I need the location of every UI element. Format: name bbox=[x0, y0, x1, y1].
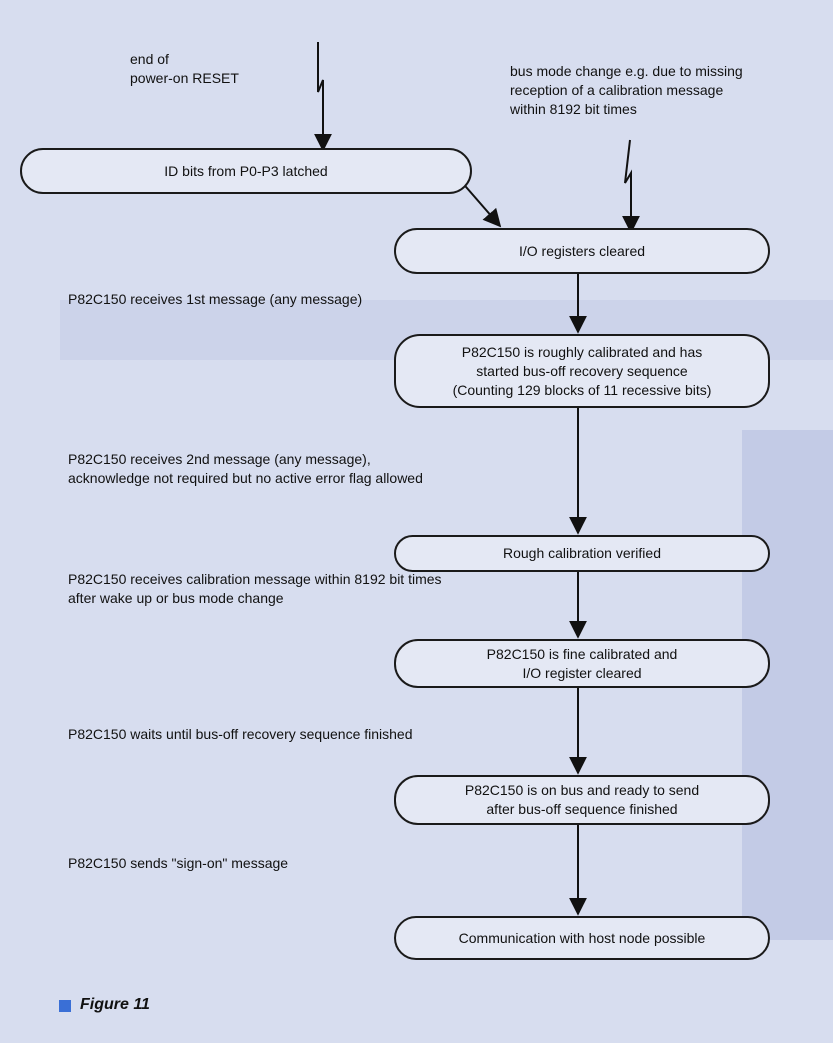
sign-on-note: P82C150 sends "sign-on" message bbox=[68, 855, 289, 871]
second-message-note: P82C150 receives 2nd message (any messag… bbox=[68, 451, 423, 486]
bus-mode-label: bus mode change e.g. due to missing rece… bbox=[510, 63, 743, 117]
communication-box: Communication with host node possible bbox=[394, 916, 770, 960]
bus-mode-lightning-arrow bbox=[622, 139, 640, 234]
first-message-note: P82C150 receives 1st message (any messag… bbox=[68, 291, 363, 307]
io-cleared-box: I/O registers cleared bbox=[394, 228, 770, 274]
figure-caption: Figure 11 bbox=[80, 996, 150, 1013]
fine-calibrated-box: P82C150 is fine calibrated and I/O regis… bbox=[394, 639, 770, 688]
figure-marker-icon bbox=[59, 1000, 71, 1012]
id-bits-box: ID bits from P0-P3 latched bbox=[20, 148, 472, 194]
reset-label: end of power-on RESET bbox=[130, 51, 239, 86]
waits-note: P82C150 waits until bus-off recovery seq… bbox=[68, 726, 413, 742]
rough-verified-box: Rough calibration verified bbox=[394, 535, 770, 572]
calibration-message-note: P82C150 receives calibration message wit… bbox=[68, 571, 442, 606]
on-bus-box: P82C150 is on bus and ready to send afte… bbox=[394, 775, 770, 825]
rough-calibrated-box: P82C150 is roughly calibrated and has st… bbox=[394, 334, 770, 408]
reset-lightning-arrow bbox=[314, 42, 332, 152]
